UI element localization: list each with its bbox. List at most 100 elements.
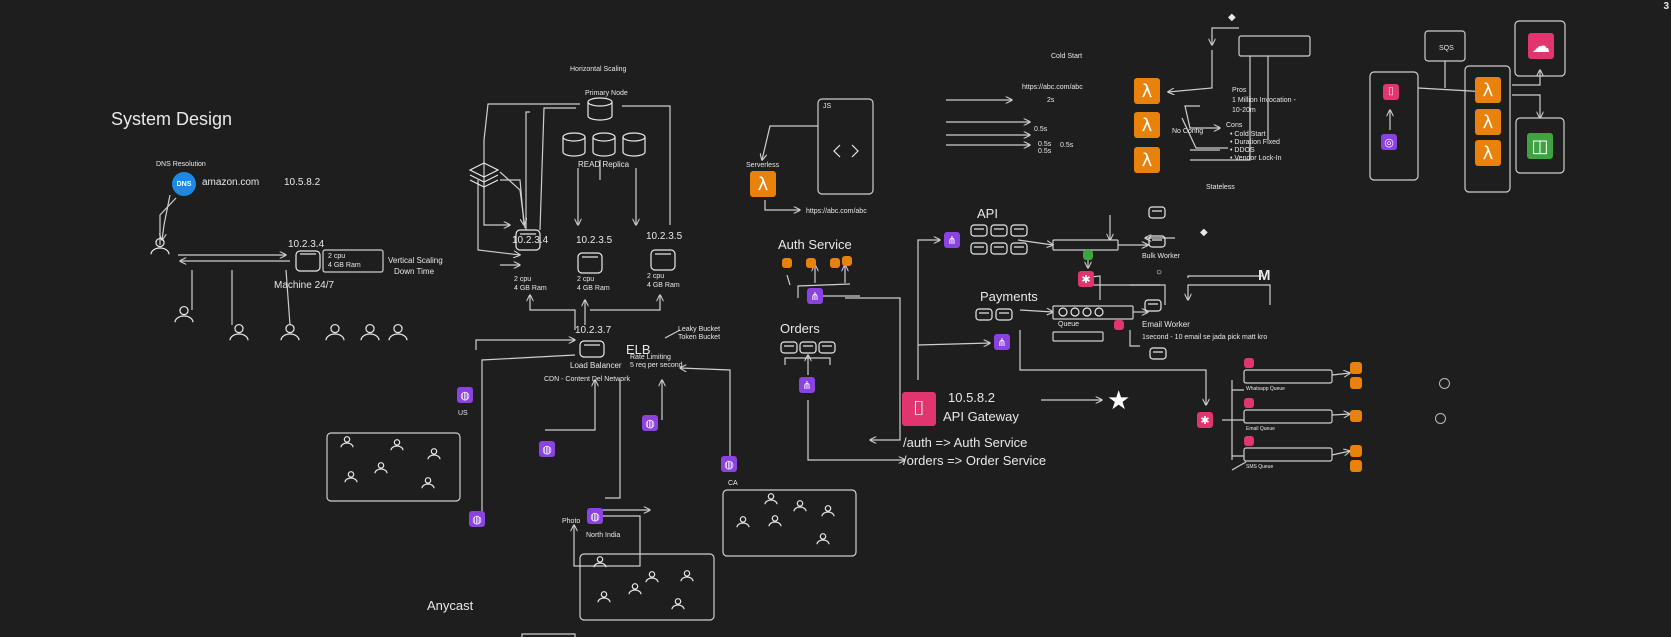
cloud-search-icon[interactable]: ☁	[1528, 33, 1554, 59]
sqs-mini-icon[interactable]	[1244, 436, 1254, 446]
user-icon	[388, 333, 408, 341]
service-icon[interactable]	[782, 258, 792, 268]
user-icon	[155, 237, 165, 248]
lambda-icon[interactable]: λ	[1134, 147, 1160, 173]
server-disk-icon	[1010, 224, 1028, 237]
orders-label: Orders	[780, 321, 820, 336]
user-icon	[174, 315, 194, 323]
user-icon	[325, 333, 345, 341]
sqs-mini-icon[interactable]	[1244, 358, 1254, 368]
server-disk-icon	[799, 341, 817, 354]
user-icon	[285, 323, 295, 334]
server-disk-icon	[970, 224, 988, 237]
sns-icon[interactable]: ✱	[1078, 271, 1094, 287]
user-icon	[179, 305, 189, 316]
route-auth: /auth => Auth Service	[903, 435, 1028, 450]
lambda-icon[interactable]: λ	[1475, 140, 1501, 166]
lambda-icon[interactable]	[1350, 377, 1362, 389]
anycast-label: Anycast	[427, 598, 474, 613]
user-icon	[819, 533, 827, 540]
user-icon	[427, 454, 441, 460]
gateway-name: API Gateway	[943, 409, 1019, 424]
server-2-ip: 10.2.3.5	[576, 235, 613, 246]
page-title: System Design	[111, 109, 233, 129]
globe-icon-us[interactable]: ◍	[457, 387, 473, 403]
circle-marker	[1435, 413, 1446, 424]
user-icon	[631, 583, 639, 590]
sqs-mini-icon[interactable]	[1244, 398, 1254, 408]
region-us-label: US	[458, 410, 468, 417]
lambda-icon[interactable]: λ	[1134, 78, 1160, 104]
sqs-mini-icon[interactable]	[1114, 320, 1124, 330]
service-icon[interactable]	[842, 256, 852, 266]
circle-marker	[1439, 378, 1450, 389]
server-disk-icon	[1148, 206, 1166, 219]
lambda-icon[interactable]: λ	[750, 171, 776, 197]
auth0-star-icon: ★	[1107, 385, 1131, 415]
green-mini-icon[interactable]	[1083, 250, 1093, 260]
lambda-icon[interactable]	[1350, 362, 1362, 374]
s3-bucket-icon[interactable]: ◫	[1527, 133, 1553, 159]
server-disk-icon	[1148, 235, 1166, 248]
payments-label: Payments	[980, 289, 1038, 304]
sns-icon[interactable]: ✱	[1197, 412, 1213, 428]
user-icon	[816, 539, 830, 545]
load-balancer-icon[interactable]: ⋔	[799, 377, 815, 393]
server-disk-icon	[975, 308, 993, 321]
user-icon	[593, 562, 607, 568]
server-3-cpu: 2 cpu	[647, 273, 665, 280]
time-2s: 2s	[1047, 97, 1055, 104]
serverless-url: https://abc.com/abc	[806, 208, 867, 215]
api-gateway-icon[interactable]: ⌷	[1383, 84, 1399, 100]
globe-icon-ca[interactable]: ◍	[721, 456, 737, 472]
primary-node-label: Primary Node	[585, 90, 628, 97]
time-0-5s-a: 0.5s	[1034, 126, 1048, 133]
email-worker-label: Email Worker	[1142, 320, 1190, 329]
lambda-icon[interactable]: λ	[1475, 109, 1501, 135]
gmail-m-icon: M	[1258, 267, 1271, 284]
globe-icon[interactable]: ◍	[469, 511, 485, 527]
eventbridge-icon[interactable]: ◎	[1381, 134, 1397, 150]
user-icon	[824, 505, 832, 512]
api-gateway-icon[interactable]: ⌷	[902, 392, 936, 426]
user-icon	[674, 598, 682, 605]
service-icon[interactable]	[806, 258, 816, 268]
queue-slot	[1070, 307, 1080, 317]
machine-label: Machine 24/7	[274, 280, 335, 291]
api-label: API	[977, 206, 998, 221]
user-icon	[360, 333, 380, 341]
globe-icon-photo[interactable]: ◍	[587, 508, 603, 524]
vertical-scaling-label: Vertical Scaling	[388, 256, 443, 265]
server-disk-icon	[780, 341, 798, 354]
lb-label: Load Balancer	[570, 361, 622, 370]
load-balancer-icon[interactable]: ⋔	[994, 334, 1010, 350]
user-icon	[793, 506, 807, 512]
dns-domain: amazon.com	[202, 177, 260, 188]
user-icon	[736, 522, 750, 528]
globe-icon[interactable]: ◍	[642, 415, 658, 431]
load-balancer-icon[interactable]: ⋔	[807, 288, 823, 304]
service-icon[interactable]	[830, 258, 840, 268]
user-icon	[767, 493, 775, 500]
lambda-icon[interactable]: λ	[1134, 112, 1160, 138]
sqs-label: SQS	[1439, 45, 1454, 52]
user-icon	[377, 462, 385, 469]
server-disk-icon	[990, 242, 1008, 255]
lambda-icon[interactable]: λ	[1475, 77, 1501, 103]
user-icon	[347, 471, 355, 478]
lambda-icon[interactable]	[1350, 410, 1362, 422]
lambda-icon[interactable]	[1350, 460, 1362, 472]
cons-item-3: • DDOS	[1230, 147, 1255, 154]
user-icon	[628, 589, 642, 595]
user-icon	[365, 323, 375, 334]
load-balancer-icon[interactable]: ⋔	[944, 232, 960, 248]
horizontal-scaling-title: Horizontal Scaling	[570, 66, 627, 73]
cdn-label: CDN - Content Del Network	[544, 376, 630, 383]
cons-item-2: • Duration Fixed	[1230, 139, 1280, 146]
lambda-icon[interactable]	[1350, 445, 1362, 457]
user-icon	[229, 333, 249, 341]
globe-icon[interactable]: ◍	[539, 441, 555, 457]
user-icon	[596, 556, 604, 563]
